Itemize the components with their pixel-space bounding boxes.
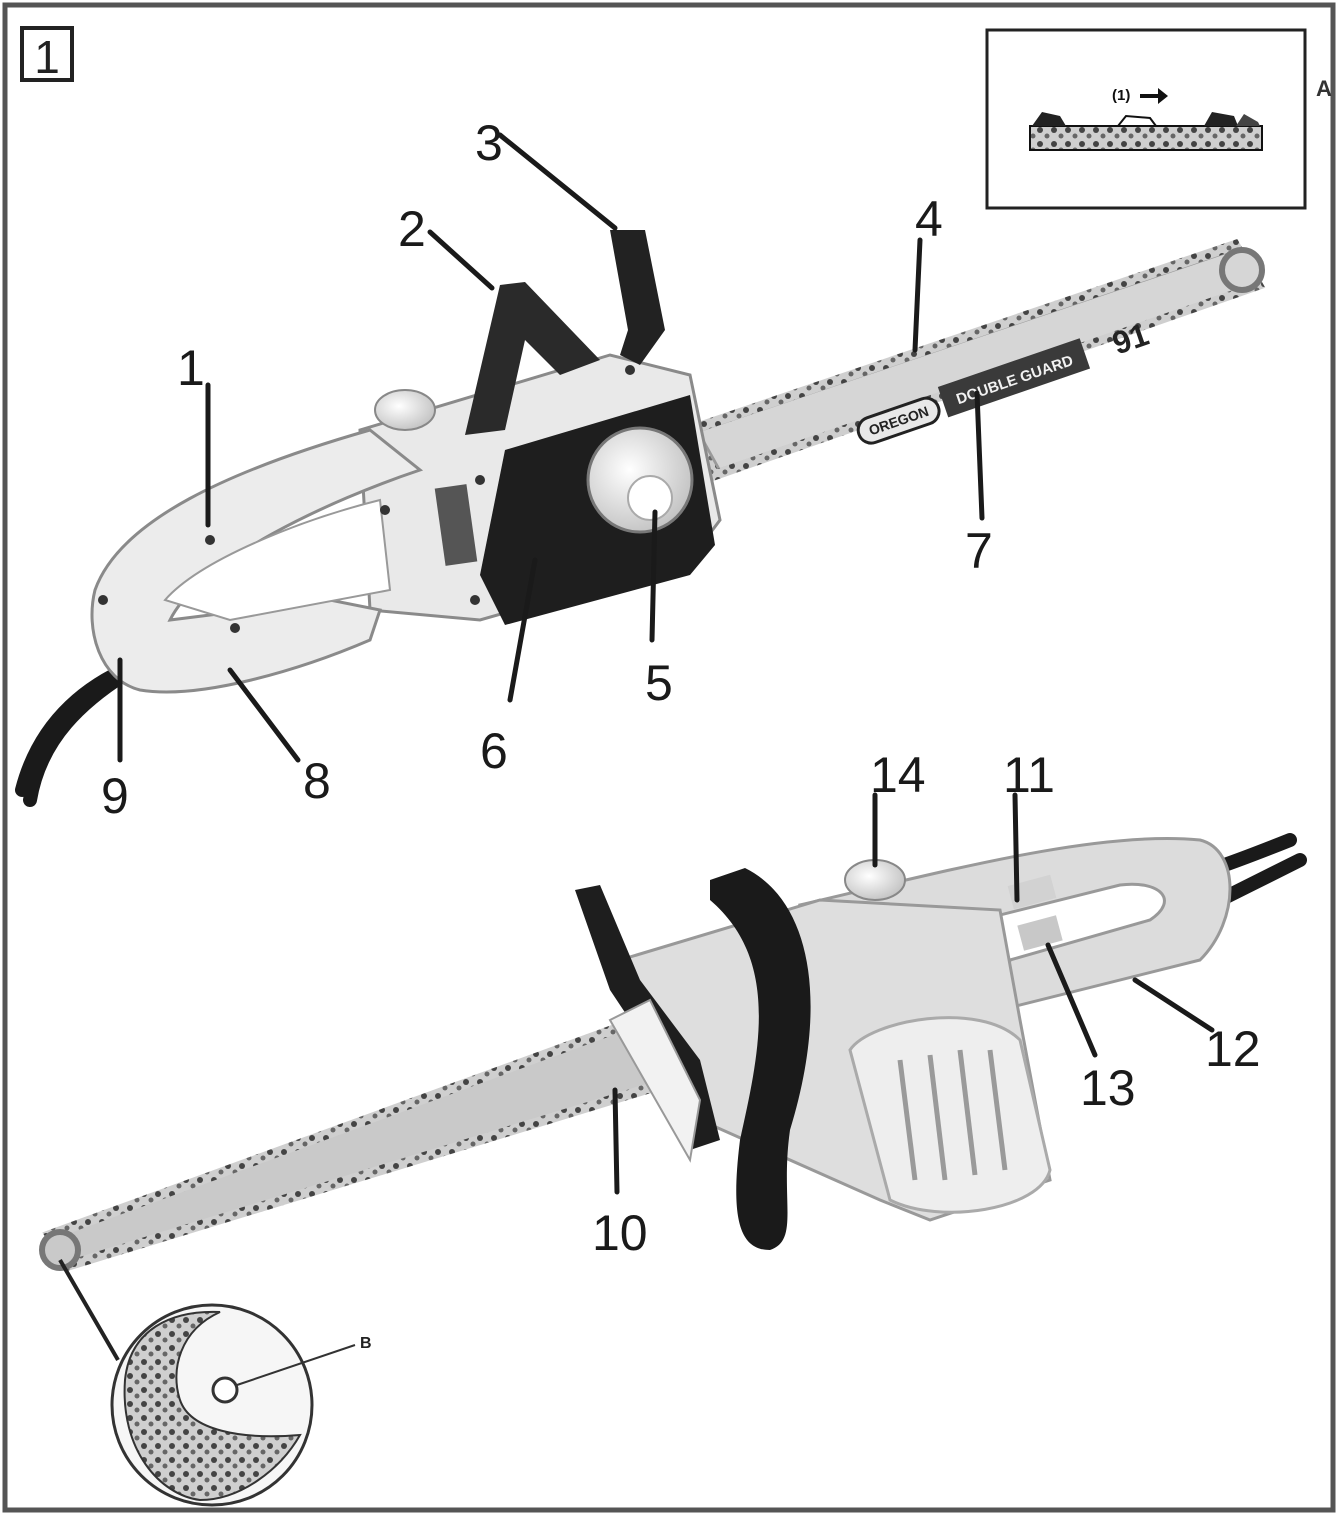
direction-label: (1) [1112, 87, 1130, 104]
figure-number-box: 1 [20, 26, 74, 83]
right-arrow-icon [1140, 88, 1168, 104]
callout-11: 11 [1003, 747, 1055, 803]
callout-4: 4 [915, 191, 943, 247]
chainsaw-side-view [39, 833, 1307, 1271]
front-hand-guard [465, 282, 600, 435]
edge-marker: A [1316, 76, 1332, 101]
oil-tank-cap [374, 389, 436, 431]
callout-1: 1 [177, 340, 205, 396]
chain-detail-circle: B [58, 1258, 372, 1507]
callout-6: 6 [480, 723, 508, 779]
callout-numbers: 1 2 3 4 5 6 7 8 9 10 11 12 13 14 [101, 115, 1261, 1261]
callout-2: 2 [398, 201, 426, 257]
leader-lines [117, 132, 1215, 1195]
chain-catcher [608, 998, 702, 1163]
callout-10: 10 [592, 1205, 648, 1261]
oil-level-window [434, 484, 478, 566]
chain-tension-knob [586, 426, 694, 534]
ventilation-grille [848, 1016, 1052, 1214]
detail-label: B [360, 1335, 372, 1352]
callout-8: 8 [303, 753, 331, 809]
safety-lock-button [1007, 874, 1057, 910]
callout-14: 14 [870, 747, 926, 803]
housing-screws [98, 365, 635, 633]
callout-9: 9 [101, 768, 129, 824]
callout-13: 13 [1080, 1060, 1136, 1116]
guide-bar: OREGON DOUBLE GUARD 91 [682, 238, 1266, 482]
callout-5: 5 [645, 655, 673, 711]
callout-7: 7 [965, 523, 993, 579]
callout-3: 3 [475, 115, 503, 171]
on-off-switch [1017, 915, 1063, 951]
rear-handle-lower [798, 836, 1232, 1013]
figure-number: 1 [34, 31, 60, 83]
callout-12: 12 [1205, 1021, 1261, 1077]
front-handle-lower [710, 868, 811, 1250]
chain-direction-inset: (1) [985, 28, 1307, 210]
saw-chain-icon [1029, 112, 1263, 151]
front-handle [610, 230, 665, 365]
chainsaw-top-view: OREGON DOUBLE GUARD 91 [15, 230, 1266, 807]
